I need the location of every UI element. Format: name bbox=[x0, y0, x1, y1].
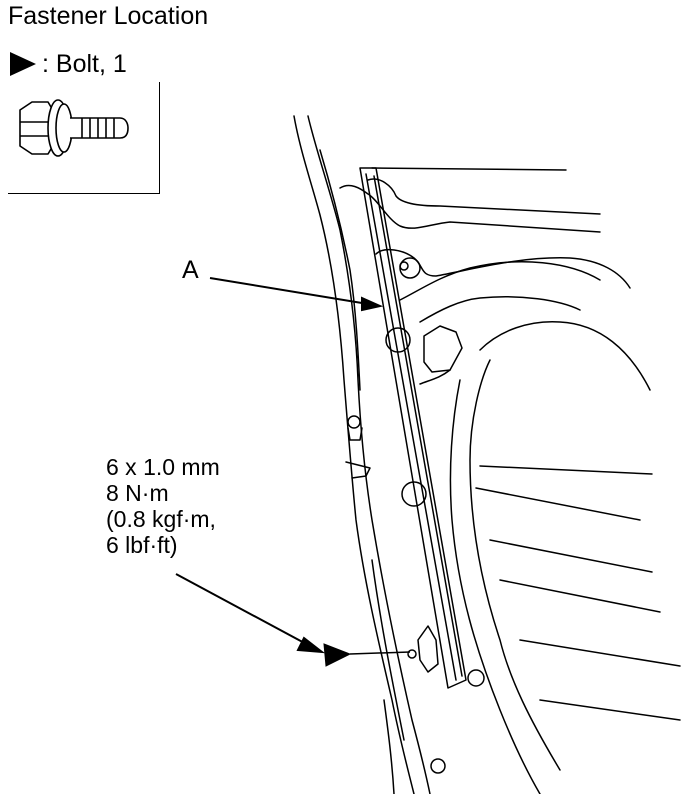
rail-strip-inner bbox=[365, 173, 457, 681]
bolt-legend: : Bolt, 1 bbox=[8, 49, 127, 79]
page-title: Fastener Location bbox=[8, 2, 209, 30]
pillar-inner-edge bbox=[307, 115, 431, 794]
bolt-icon bbox=[19, 99, 129, 157]
lower-bolt-bracket bbox=[417, 625, 439, 673]
arch-curve bbox=[479, 321, 651, 391]
bolt-location-marker bbox=[323, 643, 352, 667]
bolt-illustration-box bbox=[8, 82, 160, 194]
pillar-outer-edge bbox=[293, 115, 415, 794]
spec-torque-lbfft: 6 lbf·ft) bbox=[106, 532, 178, 558]
upper-clip-bracket bbox=[423, 325, 463, 373]
bolt-legend-label: : Bolt, 1 bbox=[42, 49, 127, 78]
spec-torque-kgfm: (0.8 kgf·m, bbox=[106, 506, 216, 532]
torque-spec-arrow bbox=[175, 573, 326, 654]
rail-strip-outer bbox=[359, 167, 467, 689]
callout-a-arrow bbox=[209, 277, 384, 312]
spec-size: 6 x 1.0 mm bbox=[106, 454, 220, 480]
pillar-notch bbox=[345, 461, 371, 479]
spec-torque-nm: 8 N·m bbox=[106, 480, 169, 506]
top-bar bbox=[371, 167, 567, 171]
bolt-marker-icon bbox=[10, 52, 36, 76]
torque-spec: 6 x 1.0 mm 8 N·m (0.8 kgf·m, 6 lbf·ft) bbox=[106, 454, 220, 558]
callout-label-a: A bbox=[182, 256, 199, 284]
